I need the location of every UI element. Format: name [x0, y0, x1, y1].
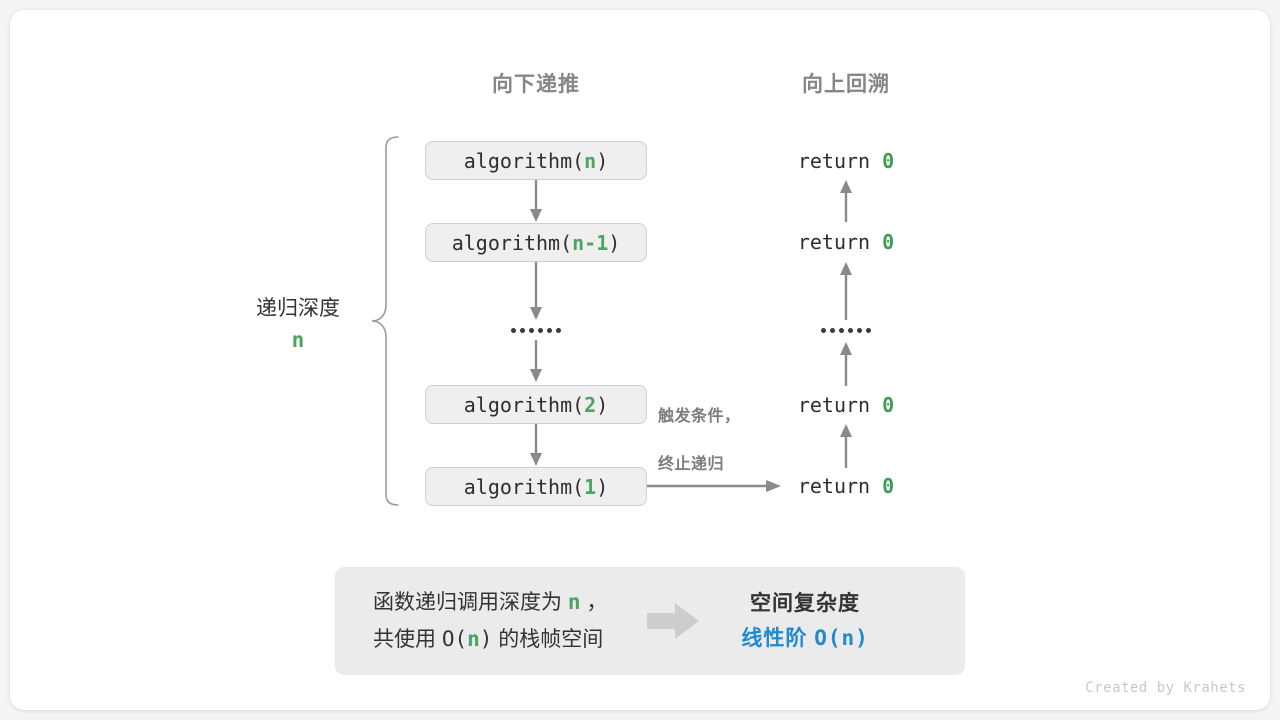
- return-value: 0: [882, 149, 895, 173]
- credit-text: Created by Krahets: [1085, 680, 1246, 696]
- summary-line1-text-a: 函数递归调用深度为: [373, 591, 568, 614]
- column-header-recursion-up: 向上回溯: [802, 73, 890, 96]
- return-label: return 0: [798, 474, 894, 498]
- return-keyword: return: [797, 230, 883, 254]
- base-case-note-line2: 终止递归: [658, 456, 725, 473]
- call-box-argument: 2: [584, 392, 597, 417]
- up-arrow-2: [840, 262, 852, 320]
- ellipsis-dot: [830, 328, 835, 333]
- up-arrow-3: [840, 342, 852, 386]
- call-box-prefix: algorithm(: [463, 474, 585, 499]
- up-arrow-4: [840, 424, 852, 468]
- diagram-card: 向下递推 向上回溯 递归深度 n algorithm(n)algorithm(n…: [10, 10, 1270, 710]
- summary-line1-text-b: ，: [580, 591, 608, 614]
- call-box: algorithm(1): [425, 467, 647, 506]
- complexity-order-label: 线性阶: [741, 626, 815, 650]
- down-arrow-3: [530, 340, 542, 382]
- call-stack-ellipsis: [511, 328, 561, 333]
- return-keyword: return: [797, 149, 883, 173]
- return-keyword: return: [797, 393, 883, 417]
- recursion-depth-value: n: [291, 328, 305, 352]
- return-value: 0: [882, 230, 895, 254]
- ellipsis-dot: [857, 328, 862, 333]
- summary-result-complexity: 线性阶 O(n): [741, 621, 868, 656]
- implies-arrow-icon: [647, 603, 700, 639]
- call-box-prefix: algorithm(: [451, 230, 573, 255]
- summary-line-1: 函数递归调用深度为 n ，: [373, 584, 607, 621]
- down-arrow-1: [530, 180, 542, 222]
- ellipsis-dot: [556, 328, 561, 333]
- summary-line2-text-a: 共使用: [373, 628, 442, 651]
- summary-line2-bigo-open: O(: [441, 627, 468, 651]
- call-box-argument: n: [584, 148, 597, 173]
- ellipsis-dot: [839, 328, 844, 333]
- call-box-suffix: ): [608, 230, 621, 255]
- call-box-prefix: algorithm(: [463, 148, 585, 173]
- summary-line-2: 共使用 O(n) 的栈帧空间: [373, 621, 607, 658]
- base-case-arrow: [647, 480, 781, 492]
- ellipsis-dot: [547, 328, 552, 333]
- call-box: algorithm(2): [425, 385, 647, 424]
- complexity-notation: O(n): [814, 625, 869, 650]
- summary-result: 空间复杂度 线性阶 O(n): [741, 587, 868, 656]
- up-arrow-1: [840, 180, 852, 222]
- call-box-suffix: ): [596, 474, 609, 499]
- summary-line1-variable: n: [567, 590, 581, 614]
- summary-panel: 函数递归调用深度为 n ，共使用 O(n) 的栈帧空间 空间复杂度 线性阶 O(…: [335, 567, 965, 675]
- call-box-argument: 1: [584, 474, 597, 499]
- ellipsis-dot: [848, 328, 853, 333]
- recursion-depth-brace: [371, 136, 399, 506]
- ellipsis-dot: [866, 328, 871, 333]
- base-case-note-line1: 触发条件，: [658, 408, 741, 425]
- return-label: return 0: [798, 230, 894, 254]
- return-value: 0: [882, 393, 895, 417]
- call-box: algorithm(n-1): [425, 223, 647, 262]
- summary-line2-variable: n: [467, 627, 480, 651]
- call-box-prefix: algorithm(: [463, 392, 585, 417]
- down-arrow-2: [530, 262, 542, 320]
- summary-description: 函数递归调用深度为 n ，共使用 O(n) 的栈帧空间: [373, 584, 607, 658]
- call-box-argument: n-1: [572, 230, 609, 255]
- column-header-recursion-down: 向下递推: [492, 73, 580, 96]
- call-box: algorithm(n): [425, 141, 647, 180]
- down-arrow-4: [530, 424, 542, 466]
- ellipsis-dot: [529, 328, 534, 333]
- return-ellipsis: [821, 328, 871, 333]
- ellipsis-dot: [821, 328, 826, 333]
- return-label: return 0: [798, 393, 894, 417]
- ellipsis-dot: [511, 328, 516, 333]
- return-value: 0: [882, 474, 895, 498]
- recursion-depth-title: 递归深度: [256, 297, 340, 320]
- return-label: return 0: [798, 149, 894, 173]
- ellipsis-dot: [520, 328, 525, 333]
- call-box-suffix: ): [596, 392, 609, 417]
- summary-line2-bigo-close: ): [479, 627, 493, 651]
- summary-result-title: 空间复杂度: [750, 591, 861, 615]
- call-box-suffix: ): [596, 148, 609, 173]
- summary-line2-text-b: 的栈帧空间: [492, 628, 604, 651]
- return-keyword: return: [797, 474, 883, 498]
- ellipsis-dot: [538, 328, 543, 333]
